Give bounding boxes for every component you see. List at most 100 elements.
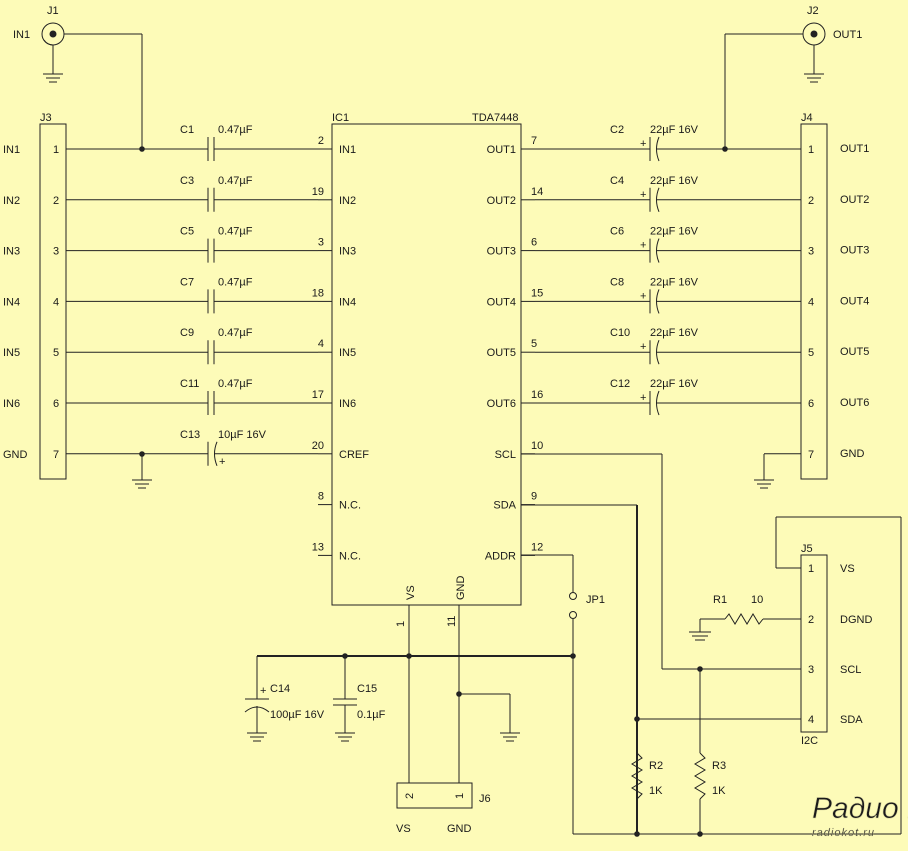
j6-pin-2: 2	[404, 793, 416, 799]
jp1-ref: JP1	[586, 594, 605, 606]
pin-number: 1	[53, 144, 59, 156]
plus-mark: +	[640, 189, 646, 201]
ic1-tda7448: IC1 TDA7448 2IN119IN23IN318IN44IN517IN62…	[312, 112, 544, 783]
pin-number: 3	[808, 246, 814, 258]
c14-value: 100µF 16V	[270, 709, 325, 721]
bottom-bus	[573, 516, 902, 837]
pin-number: 20	[312, 440, 324, 452]
j3-pin-row: 4 IN4	[3, 296, 59, 308]
cap-value: 10µF 16V	[218, 429, 267, 441]
pin-number: 3	[808, 664, 814, 676]
j5-pin-row: 4 SDA	[808, 714, 863, 726]
pin-number: 7	[53, 449, 59, 461]
j1-ref: J1	[47, 5, 59, 17]
cap-ref: C10	[610, 327, 630, 339]
r3-value: 1K	[712, 785, 726, 797]
pin-number: 10	[531, 440, 543, 452]
plus-mark: +	[640, 240, 646, 252]
pin-number: 16	[531, 389, 543, 401]
pin-name: SCL	[495, 449, 516, 461]
pin-name: IN6	[339, 398, 356, 410]
vs-bus	[257, 653, 576, 659]
ground-symbol	[804, 73, 824, 83]
net-label: GND	[840, 448, 865, 460]
watermark-url: radiokot.ru	[812, 827, 875, 839]
j4-ref: J4	[801, 112, 813, 124]
j3-ref: J3	[40, 112, 52, 124]
j1-input-jack: J1 IN1	[13, 5, 143, 149]
pin-number: 6	[808, 398, 814, 410]
cap-value: 22µF 16V	[650, 327, 699, 339]
net-label: SDA	[840, 714, 863, 726]
pin-number: 2	[808, 614, 814, 626]
plus-mark: +	[640, 341, 646, 353]
cap-value: 0.47µF	[218, 276, 253, 288]
r2-resistor: R2 1K	[631, 752, 663, 800]
pin-number: 4	[53, 296, 59, 308]
plus-mark: +	[640, 290, 646, 302]
scl-net	[521, 453, 801, 672]
net-label: IN5	[3, 347, 20, 359]
j5-ref: J5	[801, 543, 813, 555]
pin-number: 7	[808, 449, 814, 461]
output-capacitor-c10: + C10 22µF 16V	[535, 327, 801, 365]
pin-name: OUT6	[487, 398, 516, 410]
pin-number: 17	[312, 389, 324, 401]
pin-name: OUT5	[487, 347, 516, 359]
pin-number: 4	[808, 714, 814, 726]
c15-capacitor: C15 0.1µF	[333, 656, 386, 742]
cap-value: 0.47µF	[218, 124, 253, 136]
r2-ref: R2	[649, 760, 663, 772]
net-label: IN4	[3, 296, 20, 308]
j3-ground	[132, 451, 152, 489]
pin-number: 11	[446, 616, 458, 627]
r2-value: 1K	[649, 785, 663, 797]
pin-name: OUT2	[487, 195, 516, 207]
ic1-part: TDA7448	[472, 112, 518, 124]
pin-number: 2	[808, 195, 814, 207]
j2-ref: J2	[807, 5, 819, 17]
pin-name: N.C.	[339, 500, 361, 512]
pin-number: 5	[531, 338, 537, 350]
cap-ref: C1	[180, 124, 194, 136]
pin-number: 1	[395, 621, 407, 627]
cap-ref: C11	[180, 378, 199, 390]
pin-name: IN5	[339, 347, 356, 359]
j6-net-gnd: GND	[447, 823, 472, 835]
cap-ref: C13	[180, 429, 200, 441]
cap-ref: C6	[610, 226, 624, 238]
j4-pin-row: 7 GND	[808, 448, 865, 461]
cap-value: 0.47µF	[218, 378, 253, 390]
pin-number: 2	[53, 195, 59, 207]
cap-ref: C4	[610, 175, 624, 187]
r3-resistor: R3 1K	[694, 669, 726, 834]
pin-name: OUT4	[487, 296, 516, 308]
input-capacitor-c7: C7 0.47µF	[66, 276, 318, 314]
cap-ref: C7	[180, 276, 194, 288]
j6-power-connector: 2 1 J6 VS GND	[396, 782, 491, 835]
net-label: IN2	[3, 195, 20, 207]
plus-mark: +	[260, 685, 266, 697]
c15-ref: C15	[357, 683, 377, 695]
ic-gnd-net	[456, 691, 520, 742]
net-label: OUT5	[840, 346, 869, 358]
j6-pin-1: 1	[454, 793, 466, 799]
cap-ref: C9	[180, 327, 194, 339]
r1-value: 10	[751, 594, 763, 606]
pin-number: 4	[808, 296, 814, 308]
